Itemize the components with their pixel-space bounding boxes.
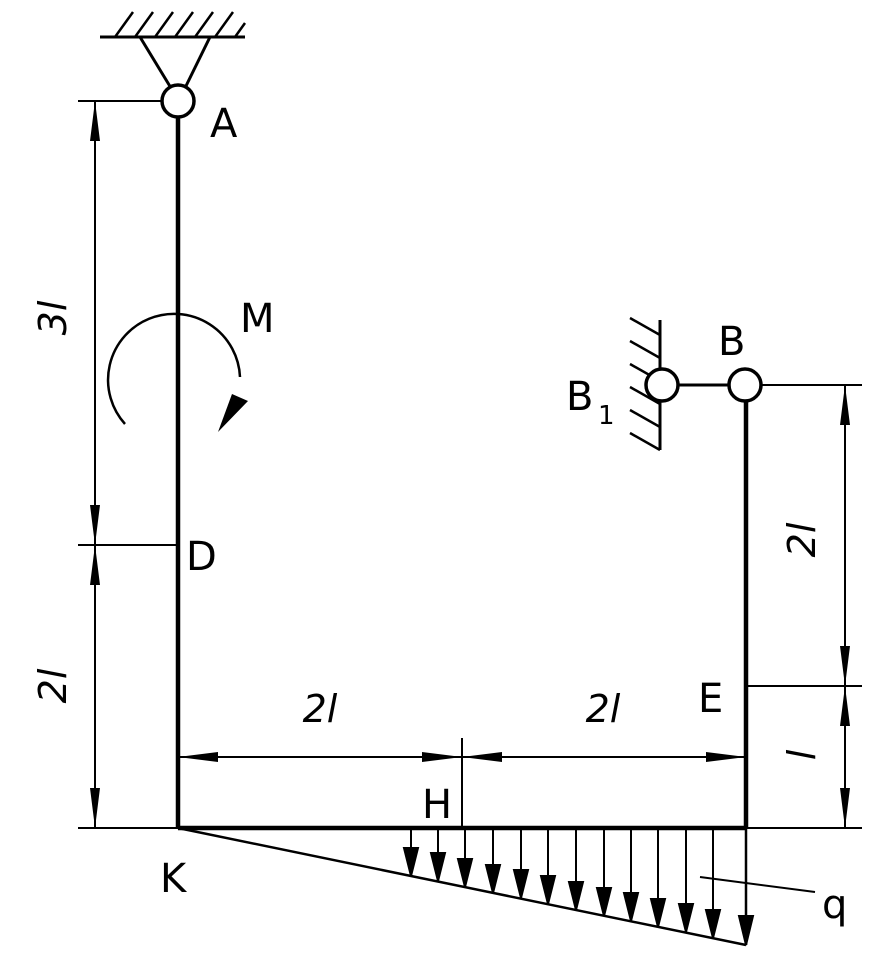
dim-he: 2l [586,687,621,731]
label-b: B [718,319,745,365]
dim-ad: 3l [31,300,75,335]
label-e: E [698,676,723,722]
label-k: K [160,856,188,902]
label-moment: M [240,296,275,342]
label-h: H [422,782,452,828]
dim-e-bottom: l [780,749,824,760]
dimension-lines [90,101,850,828]
moment-m [106,312,248,432]
label-b1: B [566,374,593,420]
dim-kh: 2l [303,687,338,731]
label-d: D [186,534,217,580]
distributed-load-q [177,826,816,947]
dim-be: 2l [780,522,824,557]
label-a: A [210,101,238,147]
dim-dk: 2l [31,668,75,703]
support-b [629,316,763,452]
label-q: q [822,882,847,928]
label-b1-subscript: 1 [598,401,615,431]
frame-members [175,117,749,831]
